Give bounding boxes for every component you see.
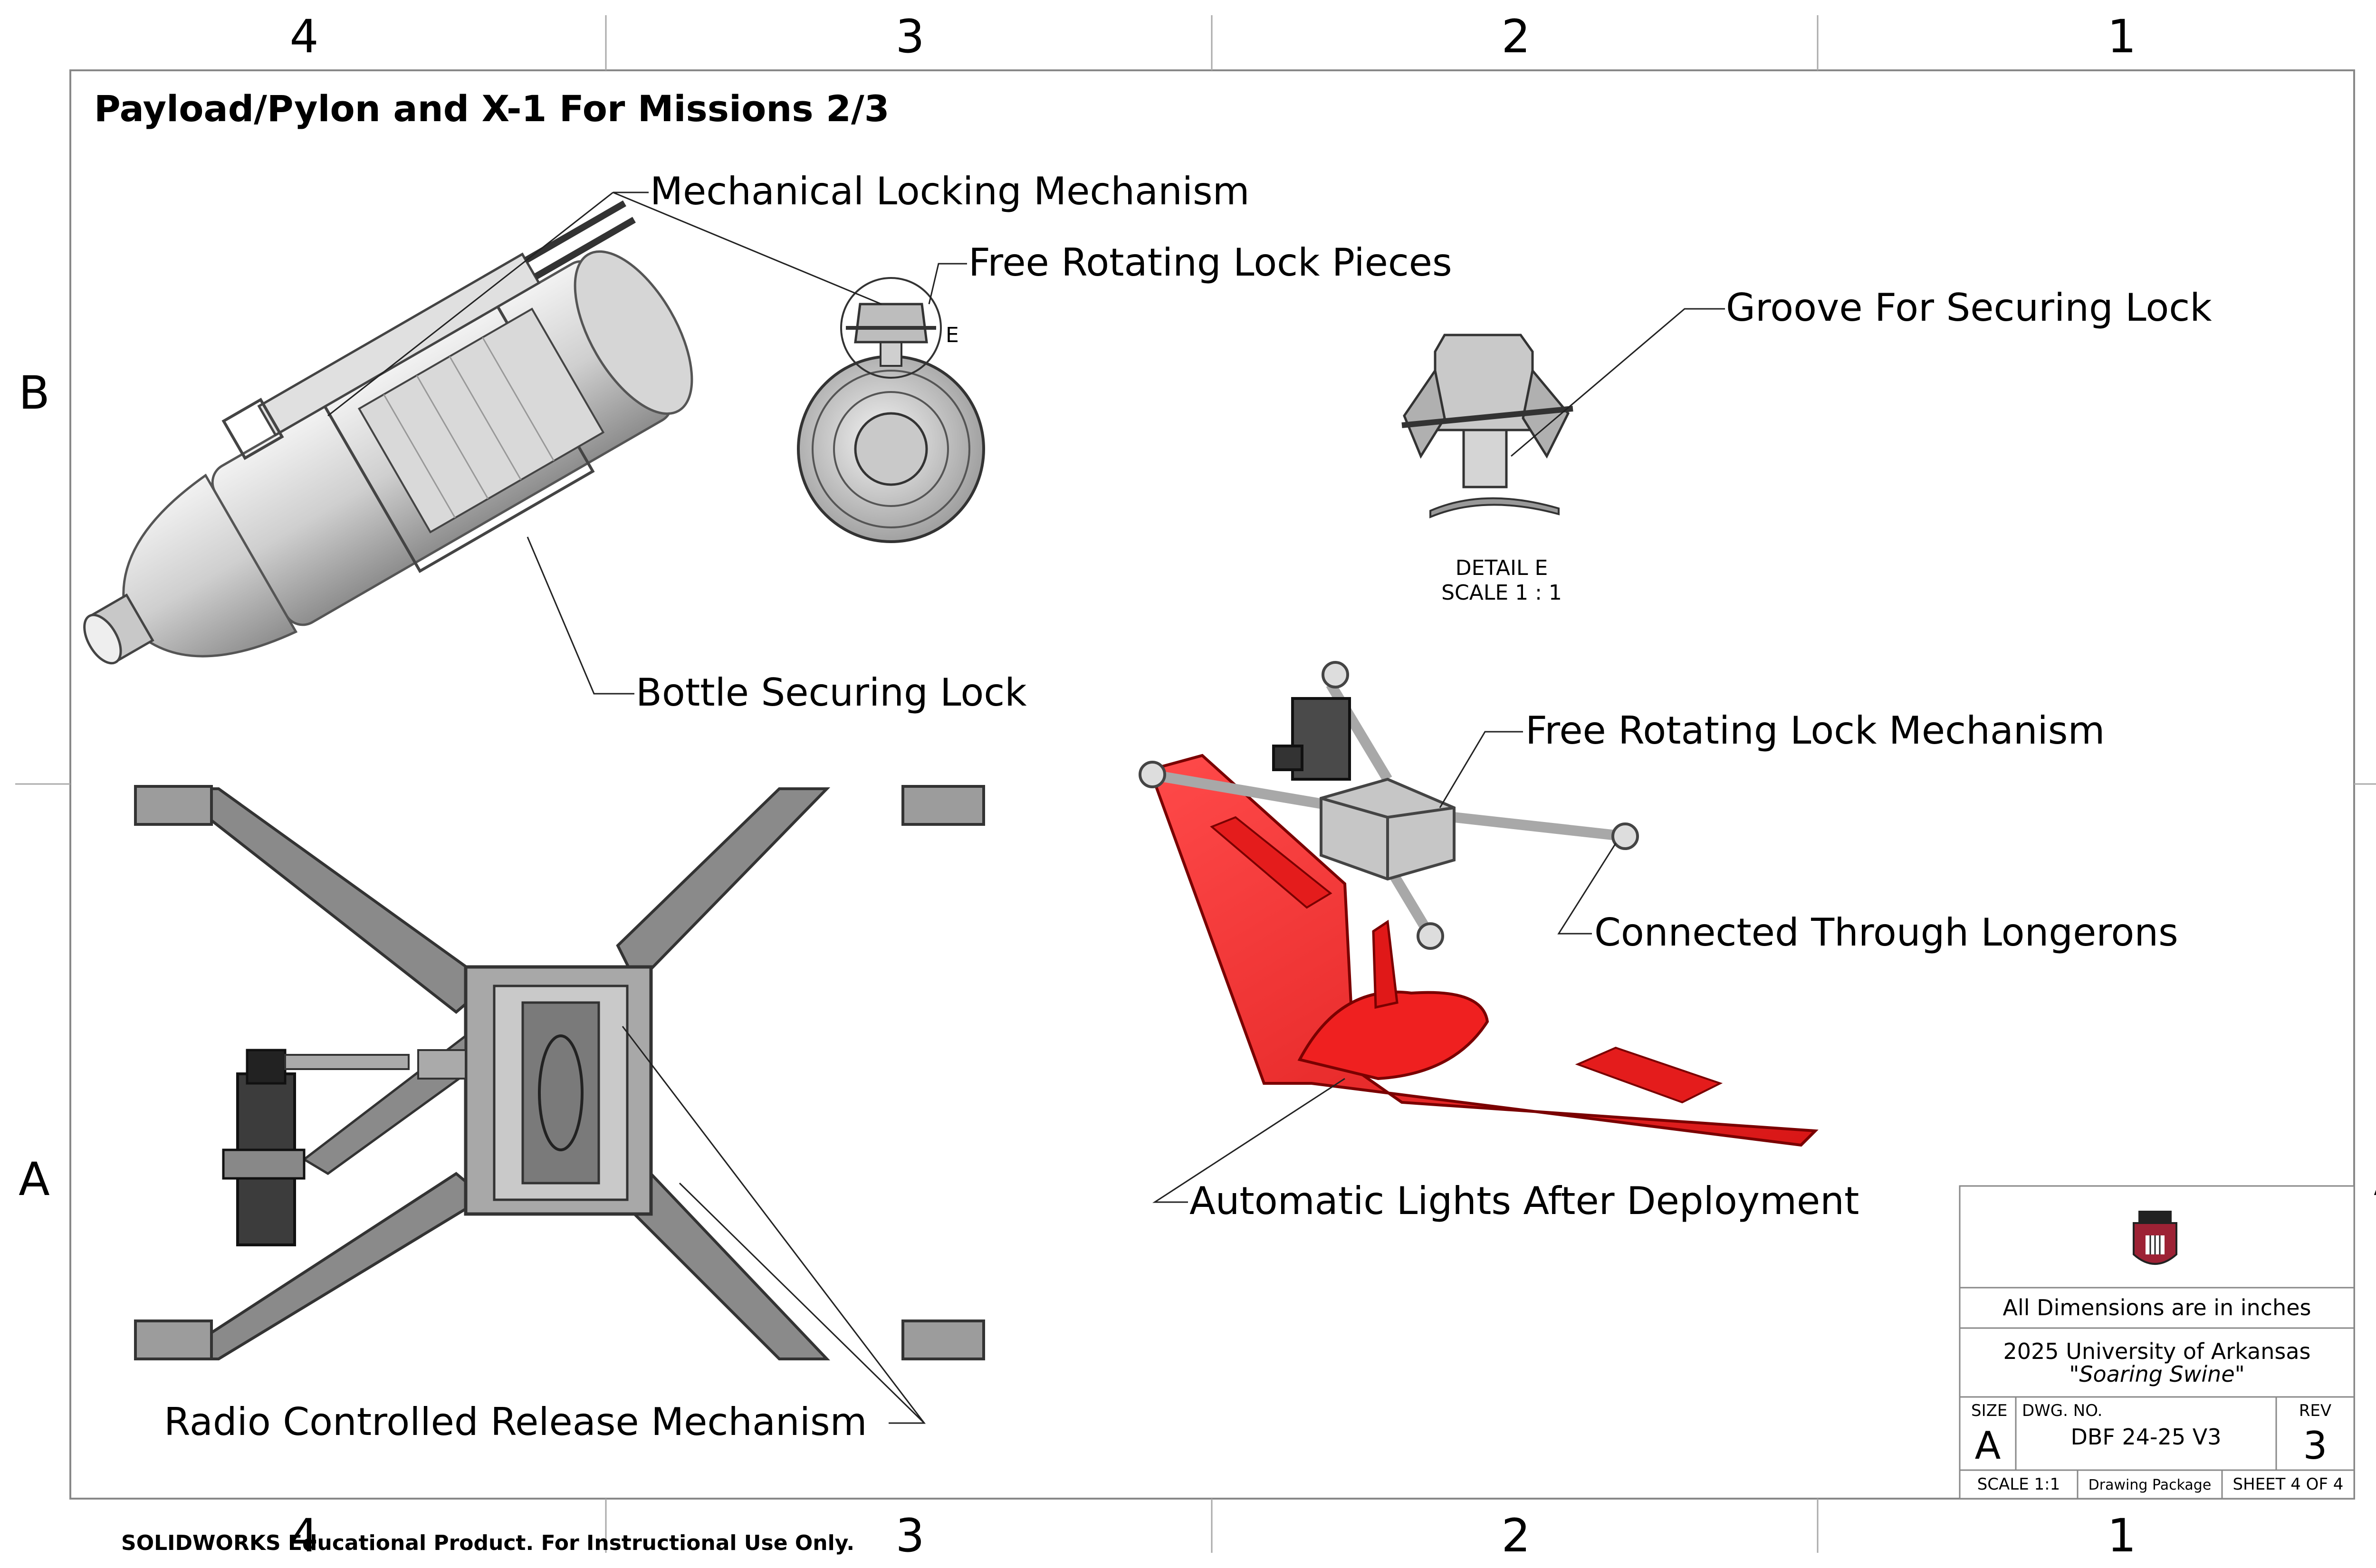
detail-marker: E [946,323,959,347]
callouts: Mechanical Locking Mechanism Free Rotati… [164,169,2212,1444]
dwg-value: DBF 24-25 V3 [2070,1424,2221,1450]
callout-longerons: Connected Through Longerons [1594,910,2178,955]
callout-lights: Automatic Lights After Deployment [1189,1179,1859,1223]
university-logo-icon [2133,1211,2177,1265]
sheet-border [15,15,2376,1553]
zone-top-4: 4 [289,10,318,63]
sheet-number: SHEET 4 OF 4 [2233,1475,2344,1494]
zone-bottom-2: 2 [1501,1509,1530,1562]
detail-scale: SCALE 1 : 1 [1441,581,1562,605]
zone-bottom-1: 1 [2107,1509,2136,1562]
drone-view [1139,661,1819,1147]
org-line-2: "Soaring Swine" [2069,1361,2245,1387]
sheet-title: Payload/Pylon and X-1 For Missions 2/3 [94,87,890,130]
org-line-1: 2025 University of Arkansas [2003,1339,2311,1364]
dwg-label: DWG. NO. [2022,1401,2102,1420]
callout-mech-lock: Mechanical Locking Mechanism [650,169,1250,213]
bottle-front-view: E [797,277,985,543]
callout-free-mech: Free Rotating Lock Mechanism [1525,708,2105,753]
detail-e-view: DETAIL E SCALE 1 : 1 [1401,334,1573,605]
zone-left-b: B [19,366,50,420]
zone-right-b: B [2374,366,2376,420]
size-label: SIZE [1971,1401,2007,1420]
dimensions-note: All Dimensions are in inches [2003,1295,2311,1320]
zone-top-1: 1 [2107,10,2136,63]
zone-bottom-4: 4 [289,1509,318,1562]
rev-label: REV [2299,1401,2331,1420]
callout-groove: Groove For Securing Lock [1726,286,2212,330]
pylon-view [134,785,985,1360]
zone-right-a: A [2374,1153,2376,1206]
scale-value: SCALE 1:1 [1977,1475,2060,1494]
leader-lines [327,191,1725,1424]
package-label: Drawing Package [2089,1477,2212,1493]
zone-top-3: 3 [895,10,924,63]
title-block: All Dimensions are in inches 2025 Univer… [1959,1185,2355,1500]
zone-top-2: 2 [1501,10,1530,63]
bottle-view [83,200,693,665]
solidworks-watermark: SOLIDWORKS Educational Product. For Inst… [121,1531,854,1555]
size-value: A [1975,1424,2001,1468]
zone-labels: 4 3 2 1 4 3 2 1 B A B A [19,10,2376,1562]
callout-bottle-lock: Bottle Securing Lock [636,670,1027,715]
detail-label: DETAIL E [1456,556,1548,580]
rev-value: 3 [2303,1424,2328,1468]
callout-free-pieces: Free Rotating Lock Pieces [968,240,1452,285]
zone-left-a: A [19,1153,50,1206]
zone-bottom-3: 3 [895,1509,924,1562]
callout-radio: Radio Controlled Release Mechanism [164,1400,867,1444]
